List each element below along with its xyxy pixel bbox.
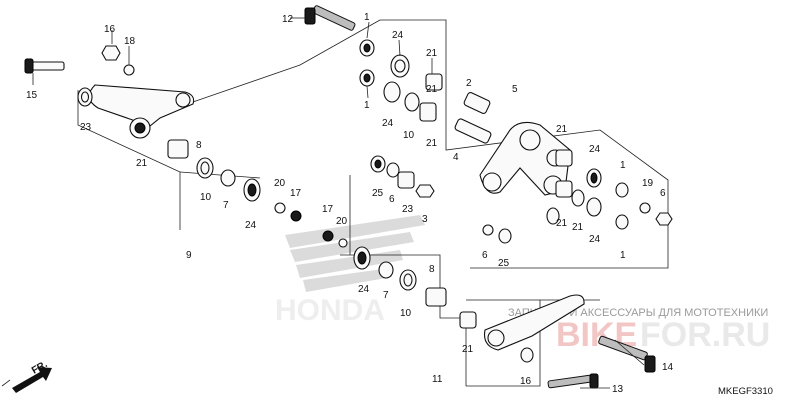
callout: 4	[453, 152, 459, 163]
callout: 7	[223, 200, 229, 211]
callout: 24	[382, 118, 394, 129]
callout: 11	[432, 374, 443, 385]
callout: 24	[589, 144, 601, 155]
callout: 1	[364, 12, 370, 23]
callout: 19	[642, 178, 654, 189]
callout: 24	[358, 284, 370, 295]
callout: 1	[620, 250, 626, 261]
callout: 14	[662, 362, 674, 373]
front-direction-indicator: FR.	[12, 359, 52, 393]
callout: 10	[403, 130, 415, 141]
callout: 24	[245, 220, 257, 231]
callout: 10	[400, 308, 412, 319]
callout: 7	[383, 290, 389, 301]
callout: 6	[660, 188, 666, 199]
callout: 21	[462, 344, 474, 355]
callout: 16	[520, 376, 532, 387]
callout: 21	[426, 48, 438, 59]
diagram-code: MKEGF3310	[718, 386, 773, 397]
honda-wing-watermark: HONDA	[275, 215, 425, 327]
callout: 25	[372, 188, 384, 199]
callout-labels: 12 1 24 21 1 24 10 21 21 2 4 5 16 18 15 …	[26, 12, 674, 395]
callout: 23	[402, 204, 414, 215]
callout: 20	[274, 178, 286, 189]
leader-lines	[1, 17, 645, 389]
callout: 18	[124, 36, 136, 47]
callout: 24	[589, 234, 601, 245]
callout: 17	[290, 188, 302, 199]
callout: 16	[104, 24, 116, 35]
callout: 21	[556, 218, 568, 229]
callout: 21	[426, 84, 438, 95]
callout: 5	[512, 84, 518, 95]
bolt-13	[547, 374, 593, 389]
upper-pivot-parts	[304, 5, 492, 144]
callout: 15	[26, 90, 38, 101]
callout: 13	[612, 384, 624, 395]
cushion-arm-assembly	[370, 121, 673, 244]
site-watermark: ЗАПЧАСТИ И АКСЕССУАРЫ ДЛЯ МОТОТЕХНИКИ BI…	[508, 307, 770, 354]
callout: 20	[336, 216, 348, 227]
callout: 21	[136, 158, 148, 169]
callout: 17	[322, 204, 334, 215]
callout: 21	[556, 124, 568, 135]
brand-watermark: HONDA	[275, 294, 385, 327]
lower-link-arm	[483, 294, 585, 351]
callout: 24	[392, 30, 404, 41]
lower-link-assembly	[322, 230, 656, 389]
upper-link-assembly	[24, 45, 302, 222]
callout: 23	[80, 122, 92, 133]
callout: 9	[186, 250, 192, 261]
watermark-logo-b: FOR.RU	[640, 316, 770, 354]
callout: 10	[200, 192, 212, 203]
bolt-15	[29, 61, 65, 71]
callout: 1	[620, 160, 626, 171]
callout: 2	[466, 78, 472, 89]
callout: 6	[482, 250, 488, 261]
callout: 6	[389, 194, 395, 205]
callout: 1	[364, 100, 370, 111]
callout: 3	[422, 214, 428, 225]
callout: 8	[196, 140, 202, 151]
callout: 25	[498, 258, 510, 269]
callout: 8	[429, 264, 435, 275]
bolt-12	[312, 5, 356, 31]
callout: 21	[426, 138, 438, 149]
callout: 12	[282, 14, 294, 25]
callout: 21	[572, 222, 584, 233]
